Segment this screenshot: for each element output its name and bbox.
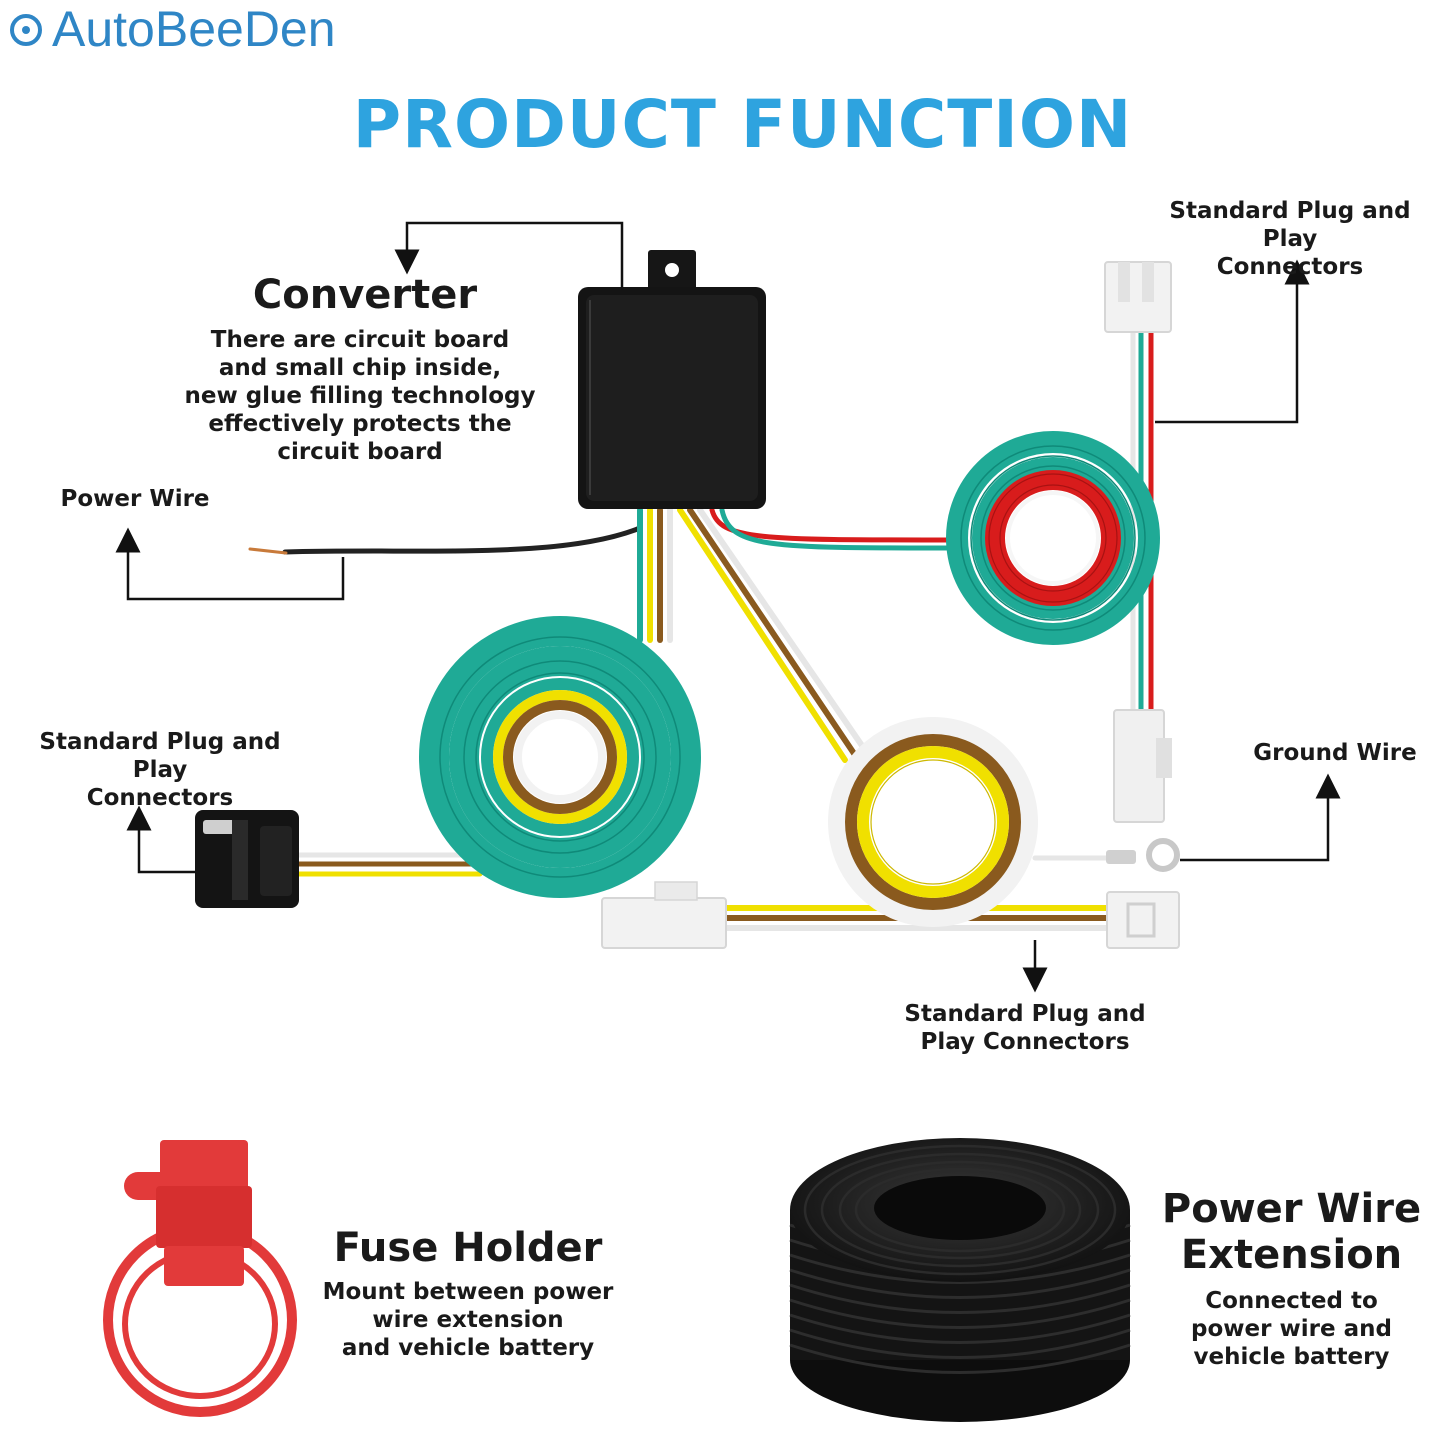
- fuse-holder-line-2: wire extension: [372, 1307, 564, 1333]
- converter-line-1: There are circuit board: [210, 327, 510, 353]
- connector-bottom-left-icon: [601, 881, 727, 949]
- converter-line-3: new glue filling technology: [184, 383, 536, 409]
- converter-description: There are circuit board and small chip i…: [160, 326, 560, 466]
- coil-left-icon: [419, 616, 701, 898]
- plug-bottom-line-1: Standard Plug and: [904, 1001, 1146, 1027]
- converter-line-2: and small chip inside,: [218, 355, 502, 381]
- power-wire-label: Power Wire: [60, 486, 210, 512]
- fuse-holder-line-1: Mount between power: [322, 1279, 614, 1305]
- plug-left-label: Standard Plug and Play Connectors: [10, 728, 310, 812]
- power-extension-heading-line-1: Power Wire: [1161, 1186, 1422, 1232]
- plug-bottom-label: Standard Plug and Play Connectors: [880, 1000, 1170, 1056]
- power-extension-line-1: Connected to: [1205, 1288, 1378, 1314]
- fuse-holder-line-3: and vehicle battery: [341, 1335, 595, 1361]
- callout-lines: [115, 221, 1341, 993]
- fuse-holder-icon: [103, 1140, 297, 1417]
- connector-bottom-right-icon: [1106, 891, 1180, 949]
- power-extension-line-2: power wire and: [1191, 1316, 1392, 1342]
- converter-box-icon: [578, 250, 766, 509]
- power-extension-heading: Power Wire Extension: [1150, 1186, 1433, 1278]
- ring-terminal-icon: [1106, 838, 1180, 872]
- power-extension-line-3: vehicle battery: [1193, 1344, 1390, 1370]
- page-title: PRODUCT FUNCTION: [352, 86, 1133, 163]
- plug-top-right-line-2: Connectors: [1216, 254, 1364, 280]
- ground-wire-label: Ground Wire: [1253, 740, 1417, 766]
- connector-top-right-icon: [1104, 261, 1172, 333]
- converter-line-4: effectively protects the: [208, 411, 512, 437]
- plug-left-line-2: Connectors: [86, 785, 234, 811]
- fuse-holder-description: Mount between power wire extension and v…: [308, 1278, 628, 1362]
- plug-top-right-label: Standard Plug and Play Connectors: [1140, 197, 1433, 281]
- power-extension-heading-line-2: Extension: [1180, 1232, 1403, 1278]
- connector-right-lower-icon: [1113, 709, 1172, 823]
- wire-bundle: [248, 327, 1154, 931]
- converter-heading: Converter: [252, 272, 478, 318]
- power-wire-black: [282, 525, 643, 555]
- coil-right-icon: [946, 431, 1160, 645]
- power-extension-description: Connected to power wire and vehicle batt…: [1150, 1287, 1433, 1371]
- brand-logo-text: AutoBeeDen: [52, 1, 336, 57]
- cable-spool-icon: [789, 1138, 1131, 1422]
- connector-left-black-icon: [195, 810, 299, 908]
- plug-left-line-1: Standard Plug and Play: [39, 729, 281, 783]
- power-wire-tip: [248, 547, 288, 555]
- brand-logo-icon: [10, 14, 42, 46]
- plug-bottom-line-2: Play Connectors: [920, 1029, 1130, 1055]
- coil-bottom-icon: [828, 717, 1038, 927]
- plug-top-right-line-1: Standard Plug and Play: [1169, 198, 1411, 252]
- converter-line-5: circuit board: [277, 439, 443, 465]
- fuse-holder-heading: Fuse Holder: [333, 1225, 603, 1271]
